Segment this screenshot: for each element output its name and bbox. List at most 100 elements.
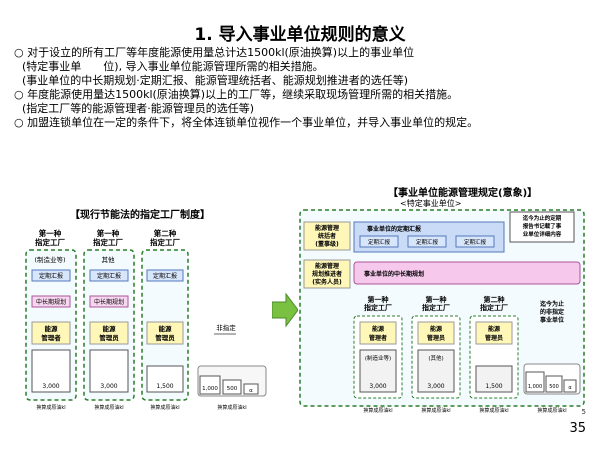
right-plan-bar xyxy=(353,261,581,285)
paragraph-1-note: (事业单位的中长期规划·定期汇报、能源管理统括者、能源规划推进者的选任等) xyxy=(22,74,409,87)
svg-text:换算成原油kl: 换算成原油kl xyxy=(421,407,450,414)
left-heading: 【现行节能法的指定工厂制度】 xyxy=(70,210,210,221)
svg-text:换算成原油kl: 换算成原油kl xyxy=(479,407,508,414)
svg-text:管理者: 管理者 xyxy=(41,333,61,342)
left-col1-plan xyxy=(31,295,71,308)
svg-text:能源管理: 能源管理 xyxy=(315,262,339,270)
svg-text:500: 500 xyxy=(227,386,238,392)
svg-text:3,000: 3,000 xyxy=(42,383,59,390)
paragraph-2: ○ 年度能源使用量达1500kl(原油换算)以上的工厂等，继续采取现场管理所需的… xyxy=(14,88,459,101)
svg-text:管理者: 管理者 xyxy=(369,334,387,342)
svg-text:能源: 能源 xyxy=(488,325,500,333)
svg-text:定期汇报: 定期汇报 xyxy=(153,272,177,280)
left-col2-fuel xyxy=(89,349,129,393)
svg-text:500: 500 xyxy=(549,384,559,390)
svg-text:换算成原油kl: 换算成原油kl xyxy=(94,404,123,411)
svg-text:统括者: 统括者 xyxy=(318,232,336,240)
left-col2-head-l2: 指定工厂 xyxy=(93,237,123,247)
svg-text:换算成原油kl: 换算成原油kl xyxy=(363,407,392,414)
svg-text:α: α xyxy=(568,385,572,391)
page-number: 35 xyxy=(569,421,586,436)
svg-text:1,000: 1,000 xyxy=(528,384,542,390)
left-col3-head-l2: 指定工厂 xyxy=(150,237,180,247)
svg-text:(制造业等): (制造业等) xyxy=(365,354,391,362)
svg-text:能源: 能源 xyxy=(372,325,384,333)
right-subheading: <特定事业单位> xyxy=(400,199,462,208)
svg-text:定期汇报: 定期汇报 xyxy=(416,238,439,246)
svg-text:1,000: 1,000 xyxy=(202,386,218,392)
svg-text:管理员: 管理员 xyxy=(485,334,503,342)
svg-text:报告书记载了事: 报告书记载了事 xyxy=(523,222,562,230)
left-col1-head-l2: 指定工厂 xyxy=(35,237,65,247)
left-col1-fuel xyxy=(31,349,71,393)
svg-text:定期汇报: 定期汇报 xyxy=(464,238,487,246)
paragraph-3: ○ 加盟连锁单位在一定的条件下，将全体连锁单位视作一个事业单位，并导入事业单位的… xyxy=(14,116,479,129)
svg-text:管理员: 管理员 xyxy=(99,333,119,342)
svg-text:指定工厂: 指定工厂 xyxy=(364,303,392,312)
svg-text:能源: 能源 xyxy=(45,324,59,333)
svg-text:第二种: 第二种 xyxy=(484,295,505,304)
svg-text:第一种: 第一种 xyxy=(368,295,389,304)
svg-text:能源: 能源 xyxy=(430,325,442,333)
svg-text:中长期规划: 中长期规划 xyxy=(36,298,66,306)
svg-text:指定工厂: 指定工厂 xyxy=(480,303,508,312)
svg-text:换算成原油kl: 换算成原油kl xyxy=(217,404,246,411)
left-col2-report xyxy=(89,269,129,282)
svg-text:指定工厂: 指定工厂 xyxy=(422,303,450,312)
left-col3-manager xyxy=(146,321,184,345)
left-col2-head-l1: 第一种 xyxy=(97,228,120,238)
left-col1-sub: (制造业等) xyxy=(34,255,65,264)
svg-text:3,000: 3,000 xyxy=(100,383,117,390)
paragraph-1: ○ 对于设立的所有工厂等年度能源使用量总计达1500kl(原油换算)以上的事业单… xyxy=(14,46,415,59)
left-col3-fuel xyxy=(146,365,184,393)
svg-text:规划推进者: 规划推进者 xyxy=(312,270,342,278)
svg-text:3,000: 3,000 xyxy=(369,383,386,390)
svg-text:事业单位: 事业单位 xyxy=(540,316,564,324)
svg-text:管理员: 管理员 xyxy=(427,334,445,342)
left-col1-head-l1: 第一种 xyxy=(39,228,62,238)
svg-text:管理员: 管理员 xyxy=(155,333,175,342)
left-diagram: 第一种 指定工厂 第一种 指定工厂 第二种 指定工厂 (制造业等) 其他 定期汇… xyxy=(25,228,267,411)
svg-text:1,500: 1,500 xyxy=(156,383,173,390)
svg-text:事业单位的中长期规划: 事业单位的中长期规划 xyxy=(364,270,424,278)
svg-text:中长期规划: 中长期规划 xyxy=(94,298,124,306)
right-role-top xyxy=(303,221,351,251)
page-title: 1. 导入事业单位规则的意义 xyxy=(194,25,406,45)
left-col2-sub: 其他 xyxy=(102,255,116,264)
left-col2-manager xyxy=(89,321,129,345)
paragraph-1-cont: (特定事业单 位), 导入事业单位能源管理所需的相关措施。 xyxy=(22,60,324,73)
svg-text:1,500: 1,500 xyxy=(485,383,502,390)
left-col2-plan xyxy=(89,295,129,308)
svg-text:定期汇报: 定期汇报 xyxy=(368,238,391,246)
left-col1-report xyxy=(31,269,71,282)
svg-text:换算成原油kl: 换算成原油kl xyxy=(36,404,65,411)
slide-number: 5 xyxy=(581,408,586,416)
svg-text:迄今为止: 迄今为止 xyxy=(540,300,564,308)
svg-text:能源管理: 能源管理 xyxy=(315,224,339,232)
svg-text:业单位详细内容: 业单位详细内容 xyxy=(523,230,562,238)
right-callout xyxy=(509,211,575,243)
right-role-bottom xyxy=(303,259,351,289)
svg-text:(董事级): (董事级) xyxy=(315,240,339,248)
left-col3-report xyxy=(146,269,184,282)
svg-text:(实务人员): (实务人员) xyxy=(312,278,342,286)
right-diagram: 迄今为止的定期 报告书记载了事 业单位详细内容 能源管理 统括者 (董事级) 事… xyxy=(299,209,585,414)
svg-text:3,000: 3,000 xyxy=(427,383,444,390)
svg-text:能源: 能源 xyxy=(103,324,117,333)
svg-text:迄今为止的定期: 迄今为止的定期 xyxy=(523,214,562,222)
svg-text:换算成原油kl: 换算成原油kl xyxy=(150,404,179,411)
svg-text:(其他): (其他) xyxy=(428,354,443,362)
paragraph-2-note: (指定工厂等的能源管理者·能源管理员的选任等) xyxy=(22,102,255,115)
transition-arrow-icon xyxy=(272,292,298,328)
svg-text:换算成原油kl: 换算成原油kl xyxy=(537,407,566,414)
svg-text:α: α xyxy=(249,388,253,394)
left-non-designated: 非指定 xyxy=(216,323,236,332)
left-col1-head: 第一种 指定工厂 xyxy=(35,228,65,247)
right-heading: 【事业单位能源管理规定(意象)】 xyxy=(388,188,538,199)
svg-text:事业单位的定期汇报: 事业单位的定期汇报 xyxy=(367,225,421,233)
svg-text:能源: 能源 xyxy=(159,324,173,333)
svg-text:定期汇报: 定期汇报 xyxy=(39,272,63,280)
svg-text:第一种: 第一种 xyxy=(426,295,447,304)
svg-text:的非指定: 的非指定 xyxy=(540,308,564,316)
left-col3-head-l1: 第二种 xyxy=(154,228,177,238)
